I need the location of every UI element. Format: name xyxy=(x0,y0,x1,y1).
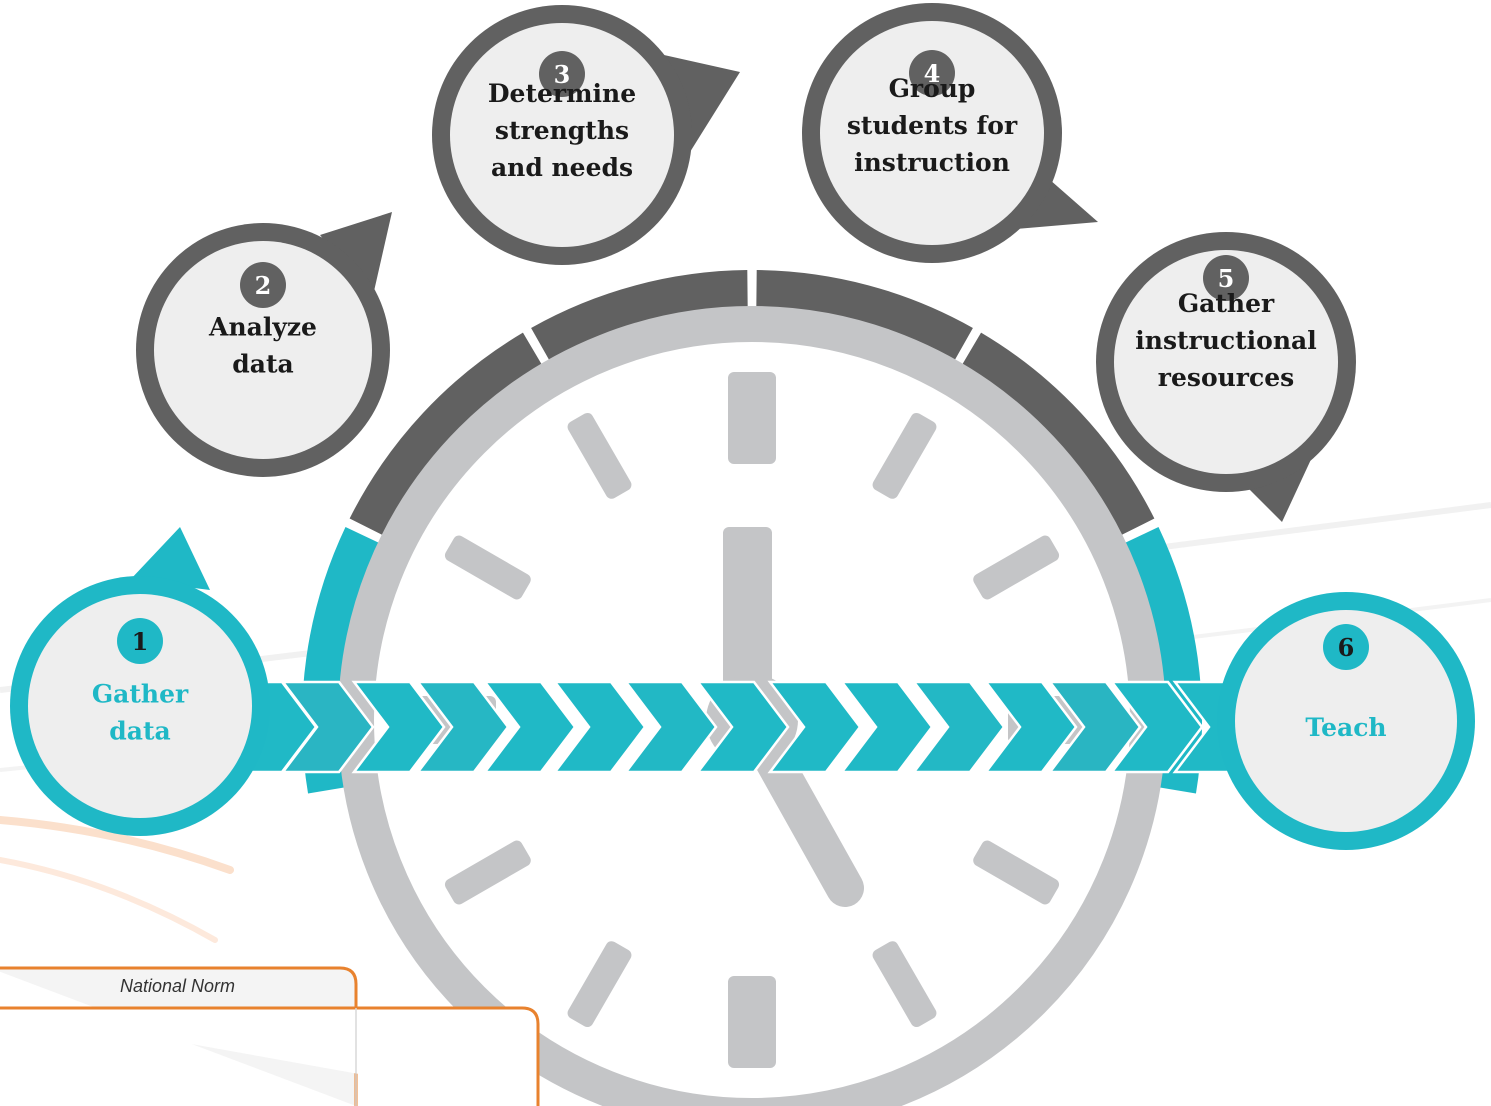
clock-tick xyxy=(444,535,531,600)
ring-segment-step-5 xyxy=(961,332,1155,536)
step-label-line: students for xyxy=(847,111,1018,140)
chevron-arrow xyxy=(1047,680,1142,774)
step-number-badge xyxy=(909,50,955,96)
step-label-line: resources xyxy=(1158,363,1294,392)
step-number: 2 xyxy=(255,271,272,300)
chevron-arrow xyxy=(767,680,862,774)
chevron-arrow xyxy=(911,680,1006,774)
step-number-badge xyxy=(240,262,286,308)
step-number-badge xyxy=(1203,255,1249,301)
step-number-badge xyxy=(117,618,163,664)
step-number-badge xyxy=(1323,624,1369,670)
clock-tick xyxy=(567,412,632,499)
chevron-arrow xyxy=(280,680,375,774)
chevron-arrow xyxy=(552,680,647,774)
step-label-line: Determine xyxy=(488,79,636,108)
step-number: 6 xyxy=(1338,633,1355,662)
chevron-arrow xyxy=(983,680,1078,774)
step-label-line: instruction xyxy=(854,148,1010,177)
ring-segment-step-4 xyxy=(756,270,973,362)
step-label-line: Gather xyxy=(1178,289,1275,318)
step-label-line: Analyze xyxy=(208,313,317,342)
bubble-inner xyxy=(154,241,372,459)
chevron-arrow xyxy=(623,680,718,774)
clock-tick xyxy=(872,941,937,1028)
process-arrow-band xyxy=(223,680,1267,774)
clock-tick xyxy=(728,976,776,1068)
bubble-inner xyxy=(450,23,674,247)
chevron-arrow xyxy=(482,680,577,774)
step-bubbles: 1Gatherdata2Analyzedata3Determinestrengt… xyxy=(10,3,1475,850)
bubble-inner xyxy=(820,21,1044,245)
clock-tick xyxy=(973,535,1060,600)
step-label-line: Group xyxy=(889,74,976,103)
step-number: 5 xyxy=(1218,264,1235,293)
table-header-national-norm: National Norm xyxy=(119,976,236,996)
step-label-line: instructional xyxy=(1135,326,1316,355)
clock-tick xyxy=(444,840,531,905)
step-number: 1 xyxy=(132,627,149,656)
ring-segment-step-3 xyxy=(531,270,748,362)
clock-tick xyxy=(973,840,1060,905)
bubble-inner xyxy=(28,594,252,818)
ring-segment-step-2 xyxy=(349,332,543,536)
step-label-line: strengths xyxy=(495,116,629,145)
bubble-inner xyxy=(1235,610,1457,832)
table-body-frame xyxy=(0,1006,540,1106)
chevron-arrow xyxy=(351,680,446,774)
step-label-line: Gather xyxy=(92,680,189,709)
bubble-pointer xyxy=(320,212,392,300)
chevron-arrow xyxy=(695,680,790,774)
step-label-line: data xyxy=(232,350,293,379)
clock-tick xyxy=(728,372,776,464)
chevron-arrow xyxy=(839,680,934,774)
national-norm-table xyxy=(0,966,540,1106)
chevron-arrow xyxy=(1109,680,1204,774)
clock-tick xyxy=(872,412,937,499)
step-label-line: and needs xyxy=(491,153,633,182)
step-label-line: data xyxy=(109,717,170,746)
step-number: 3 xyxy=(554,60,571,89)
step-label-line: Teach xyxy=(1305,713,1386,742)
chevron-arrow xyxy=(415,680,510,774)
bubble-inner xyxy=(1114,250,1338,474)
step-number: 4 xyxy=(924,59,941,88)
bubble-pointer xyxy=(130,527,210,590)
clock-tick xyxy=(567,941,632,1028)
step-number-badge xyxy=(539,51,585,97)
